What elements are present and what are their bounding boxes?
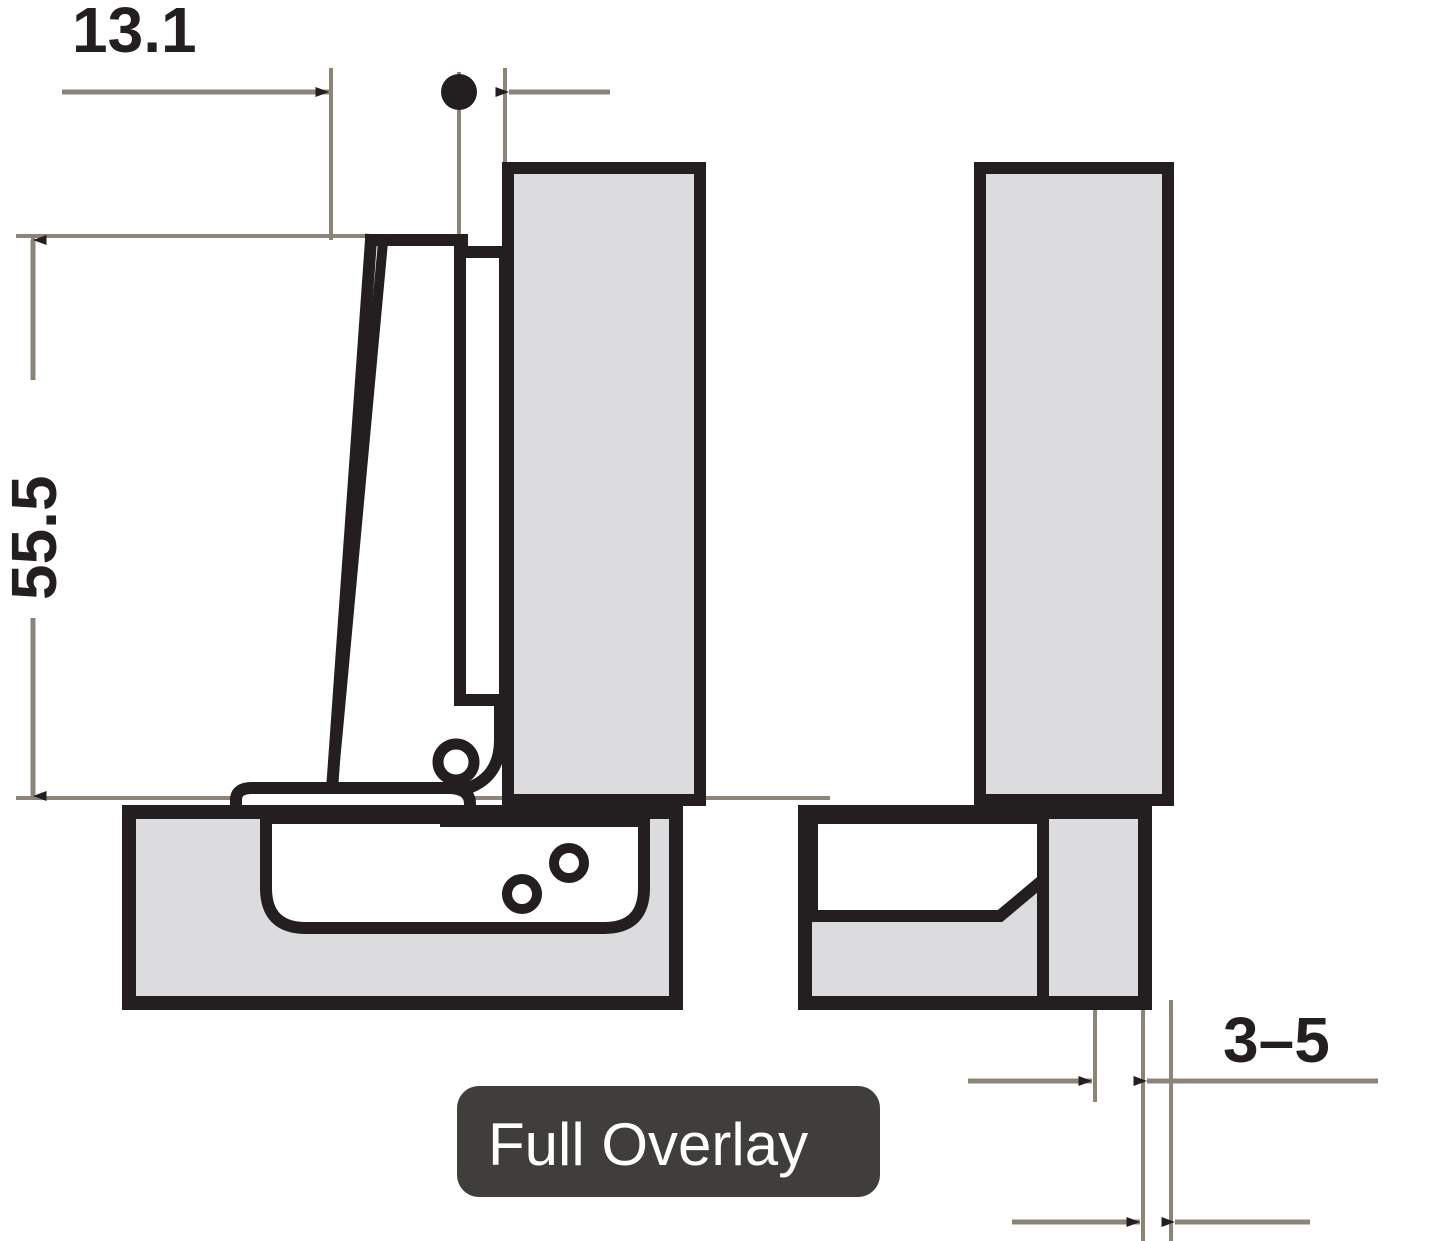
- right-door-panel: [974, 162, 1174, 806]
- dimension-13-1: 13.1: [62, 0, 610, 97]
- hinge-cup-pocket-right: [806, 812, 1049, 922]
- badge-label: Full Overlay: [488, 1111, 808, 1178]
- right-view-group: [798, 162, 1174, 1010]
- left-door-panel: [502, 162, 706, 806]
- hinge-pivot-ring-icon: [432, 738, 480, 786]
- hinge-link-arm: [462, 694, 506, 740]
- dimension-label-13-1: 13.1: [72, 0, 197, 66]
- badge-background: [457, 1086, 880, 1197]
- dimension-55-5: 55.5: [0, 235, 70, 801]
- overlay-type-badge: Full Overlay: [457, 1086, 880, 1197]
- screw-hole-icon-upper: [549, 843, 589, 883]
- dimension-3-5: 3–5: [968, 1004, 1378, 1227]
- hinge-arm-backplate: [454, 246, 511, 706]
- hinge-arm-slanted-edge-inner: [327, 237, 388, 797]
- dimension-label-55-5: 55.5: [0, 475, 70, 600]
- dimension-label-3-5: 3–5: [1223, 1004, 1330, 1076]
- screw-hole-icon-lower: [502, 874, 542, 914]
- hinge-cup-pocket: [260, 812, 650, 934]
- left-view-group: [122, 162, 706, 1010]
- hinge-pin-dot-icon: [441, 74, 477, 110]
